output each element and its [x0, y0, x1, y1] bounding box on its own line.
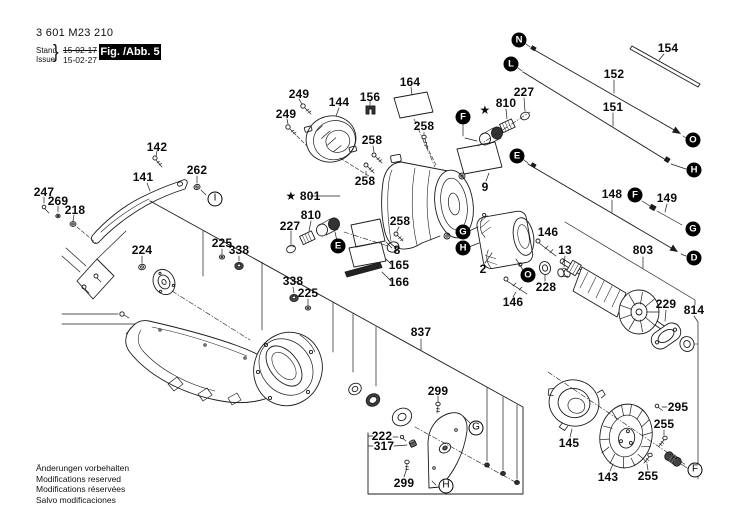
callout-filled-L: L — [503, 56, 519, 72]
callout-filled-F: F — [455, 109, 471, 125]
brace-glyph: } — [53, 40, 59, 63]
part-label-9: 9 — [481, 180, 489, 194]
part-label-299: 299 — [393, 476, 415, 490]
notice-fr: Modifications réservées — [36, 484, 126, 494]
part-label-164: 164 — [399, 75, 421, 89]
callout-outline-G: G — [468, 420, 484, 436]
part-label-338: 338 — [228, 243, 250, 257]
notice-de: Änderungen vorbehalten — [36, 463, 130, 473]
callout-filled-F: F — [627, 187, 643, 203]
part-label-146: 146 — [537, 225, 559, 239]
callout-filled-G: G — [685, 221, 701, 237]
part-label-149: 149 — [656, 191, 678, 205]
callout-outline-H: H — [438, 478, 454, 494]
part-label-258: 258 — [389, 214, 411, 228]
stand-date-struck: 15-02-17 — [63, 45, 98, 55]
part-label-8: 8 — [393, 243, 401, 257]
part-label-152: 152 — [603, 67, 625, 81]
part-label-247: 247 — [33, 185, 55, 199]
part-label-154: 154 — [657, 41, 679, 55]
part-label-810: 810 — [300, 208, 322, 222]
part-label-814: 814 — [683, 303, 705, 317]
part-label-229: 229 — [655, 297, 677, 311]
part-label-249: 249 — [275, 107, 297, 121]
part-label-144: 144 — [328, 95, 350, 109]
callout-filled-H: H — [455, 240, 471, 256]
part-label-: ★ — [479, 103, 491, 117]
issue-label: Issue — [36, 55, 56, 64]
part-label-228: 228 — [535, 280, 557, 294]
document-part-number: 3 601 M23 210 — [36, 27, 114, 39]
part-label-317: 317 — [373, 439, 395, 453]
part-label-837: 837 — [410, 325, 432, 339]
part-label-255: 255 — [653, 417, 675, 431]
part-label-2: 2 — [479, 262, 487, 276]
part-label-258: 258 — [354, 174, 376, 188]
callout-filled-O: O — [685, 132, 701, 148]
part-label-338: 338 — [282, 274, 304, 288]
part-label-143: 143 — [597, 470, 619, 484]
part-label-258: 258 — [361, 133, 383, 147]
part-label-299: 299 — [427, 384, 449, 398]
callout-filled-D: D — [686, 250, 702, 266]
callout-outline-F: F — [687, 462, 703, 478]
part-label-145: 145 — [558, 436, 580, 450]
part-label-142: 142 — [146, 140, 168, 154]
part-label-801: ★ 801 — [285, 189, 321, 203]
part-label-255: 255 — [637, 469, 659, 483]
part-label-803: 803 — [632, 243, 654, 257]
part-label-13: 13 — [558, 243, 572, 257]
part-label-146: 146 — [502, 295, 524, 309]
notice-es: Salvo modificaciones — [36, 494, 116, 505]
modification-notices: Änderungen vorbehalten Modifications res… — [36, 463, 129, 505]
part-label-258: 258 — [413, 119, 435, 133]
part-label-224: 224 — [131, 243, 153, 257]
part-label-227: 227 — [279, 219, 301, 233]
callout-filled-O: O — [520, 267, 536, 283]
part-label-269: 269 — [47, 194, 69, 208]
part-label-222: 222 — [371, 429, 393, 443]
notice-en: Modifications reserved — [36, 473, 122, 484]
part-label-218: 218 — [64, 203, 86, 217]
part-label-225: 225 — [297, 286, 319, 300]
callout-filled-G: G — [455, 224, 471, 240]
part-label-165: 165 — [388, 258, 410, 272]
callout-filled-E: E — [509, 148, 525, 164]
issue-date: 15-02-27 — [63, 54, 98, 65]
stand-label: Stand — [36, 46, 57, 55]
part-label-249: 249 — [288, 87, 310, 101]
callout-filled-N: N — [511, 32, 527, 48]
part-label-262: 262 — [186, 163, 208, 177]
part-label-295: 295 — [667, 400, 689, 414]
part-label-166: 166 — [388, 275, 410, 289]
part-label-151: 151 — [602, 100, 624, 114]
callout-outline-I: I — [207, 191, 223, 207]
part-label-148: 148 — [601, 187, 623, 201]
part-label-156: 156 — [359, 90, 381, 104]
part-label-810: 810 — [495, 96, 517, 110]
part-label-227: 227 — [513, 85, 535, 99]
callout-filled-E: E — [330, 238, 346, 254]
part-label-141: 141 — [132, 170, 154, 184]
figure-number-badge: Fig. /Abb. 5 — [99, 44, 161, 60]
part-label-225: 225 — [211, 236, 233, 250]
callout-filled-H: H — [686, 162, 702, 178]
